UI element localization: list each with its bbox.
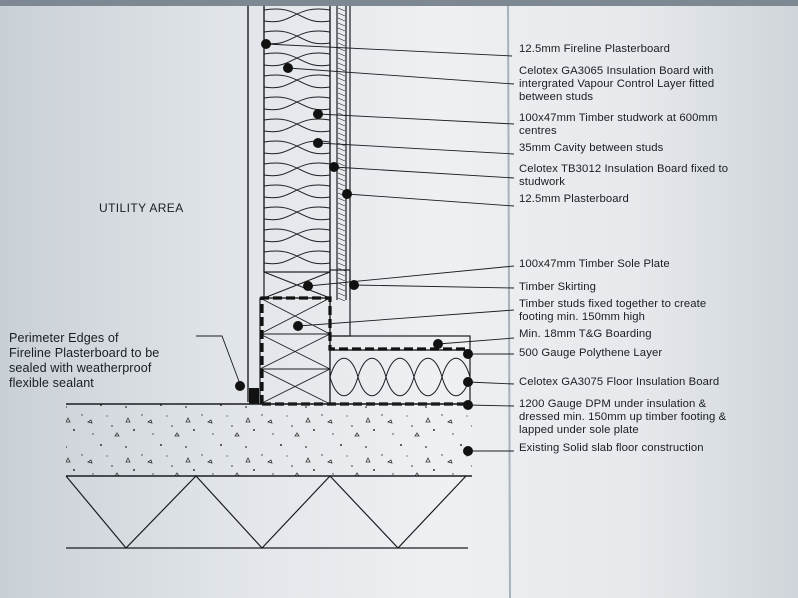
leader-fireline-dot	[261, 39, 271, 49]
callout-text: intergrated Vapour Control Layer fitted	[519, 78, 715, 90]
leader-sealant-dot	[235, 381, 245, 391]
callout-text: 35mm Cavity between studs	[519, 142, 664, 154]
sealant-note-line: flexible sealant	[9, 376, 94, 390]
leader-fireline	[265, 43, 513, 57]
leader-dpm-dot	[463, 400, 473, 410]
leader-plasterboard	[346, 193, 515, 207]
leader-cavity-dot	[313, 138, 323, 148]
callout-dpm: 1200 Gauge DPM under insulation & dresse…	[519, 398, 726, 437]
leader-tg	[437, 337, 515, 345]
leader-tg-dot	[433, 339, 443, 349]
floor-insulation-wave	[329, 357, 471, 397]
callout-text: lapped under sole plate	[519, 424, 639, 436]
callout-cavity: 35mm Cavity between studs	[519, 142, 663, 155]
callout-text: 100x47mm Timber Sole Plate	[519, 258, 670, 270]
callout-skirting: Timber Skirting	[519, 281, 596, 294]
callout-text: centres	[519, 125, 557, 137]
leader-tb3012-dot	[329, 162, 339, 172]
leader-plasterboard-dot	[342, 189, 352, 199]
callout-slab: Existing Solid slab floor construction	[519, 442, 704, 455]
leader-cavity	[317, 142, 515, 155]
callout-text: Timber Skirting	[519, 281, 597, 293]
callout-celotex-ga3065: Celotex GA3065 Insulation Board with int…	[519, 65, 714, 104]
leader-studwork-dot	[313, 109, 323, 119]
sealant-note: Perimeter Edges of Fireline Plasterboard…	[9, 331, 159, 391]
callout-fireline-plasterboard: 12.5mm Fireline Plasterboard	[519, 43, 670, 56]
leader-polythene-dot	[463, 349, 473, 359]
leader-slab-dot	[463, 446, 473, 456]
wall-insulation	[263, 8, 331, 265]
callout-celotex-tb3012: Celotex TB3012 Insulation Board fixed to…	[519, 163, 728, 189]
leader-skirting	[353, 284, 515, 289]
callout-text: Min. 18mm T&G Boarding	[519, 328, 652, 340]
leader-floor-insulation	[467, 381, 515, 385]
callout-text: between studs	[519, 91, 594, 103]
leader-ga3065	[287, 67, 515, 85]
callout-text: footing min. 150mm high	[519, 311, 646, 323]
leader-footing	[297, 309, 515, 327]
callout-text: dressed min. 150mm up timber footing &	[519, 411, 727, 423]
callout-text: Celotex GA3075 Floor Insulation Board	[519, 376, 720, 388]
callout-plasterboard: 12.5mm Plasterboard	[519, 193, 629, 206]
callout-leaders	[196, 39, 515, 456]
callout-text: studwork	[519, 176, 566, 188]
leader-skirting-dot	[349, 280, 359, 290]
callout-text: Celotex GA3065 Insulation Board with	[519, 65, 714, 77]
leader-dpm	[467, 404, 515, 407]
page-fold	[507, 0, 511, 598]
sealant-note-line: Perimeter Edges of	[9, 331, 119, 345]
callout-text: Timber studs fixed together to create	[519, 298, 707, 310]
callout-text: 500 Gauge Polythene Layer	[519, 347, 663, 359]
leader-sole-plate	[307, 265, 515, 287]
callout-text: Existing Solid slab floor construction	[519, 442, 704, 454]
callout-tg-boarding: Min. 18mm T&G Boarding	[519, 328, 652, 341]
sealant-note-line: sealed with weatherproof	[9, 361, 152, 375]
sealant-note-line: Fireline Plasterboard to be	[9, 346, 160, 360]
callout-floor-insulation: Celotex GA3075 Floor Insulation Board	[519, 376, 719, 389]
callout-timber-studwork: 100x47mm Timber studwork at 600mm centre…	[519, 112, 718, 138]
callout-polythene: 500 Gauge Polythene Layer	[519, 347, 662, 360]
callout-text: 12.5mm Plasterboard	[519, 193, 629, 205]
leader-sealant	[196, 335, 241, 385]
callout-text: 1200 Gauge DPM under insulation &	[519, 398, 707, 410]
leader-ga3065-dot	[283, 63, 293, 73]
timber-skirting	[329, 269, 351, 337]
callout-timber-footing: Timber studs fixed together to create fo…	[519, 298, 706, 324]
footing-cross	[259, 297, 331, 405]
leader-footing-dot	[293, 321, 303, 331]
callout-text: Celotex TB3012 Insulation Board fixed to	[519, 163, 729, 175]
leader-tb3012	[333, 166, 515, 179]
concrete-slab	[66, 404, 472, 476]
sole-plate-cross	[263, 271, 331, 299]
callout-text: 12.5mm Fireline Plasterboard	[519, 43, 670, 55]
callout-text: 100x47mm Timber studwork at 600mm	[519, 112, 718, 124]
callout-sole-plate: 100x47mm Timber Sole Plate	[519, 258, 670, 271]
sealant-block	[249, 388, 259, 404]
room-label: UTILITY AREA	[99, 201, 184, 215]
page-top-edge	[0, 0, 798, 6]
leader-floor-insulation-dot	[463, 377, 473, 387]
cavity-hatch	[337, 7, 346, 302]
leader-studwork	[317, 113, 515, 125]
hardcore-zigzag	[65, 475, 467, 549]
leader-sole-plate-dot	[303, 281, 313, 291]
